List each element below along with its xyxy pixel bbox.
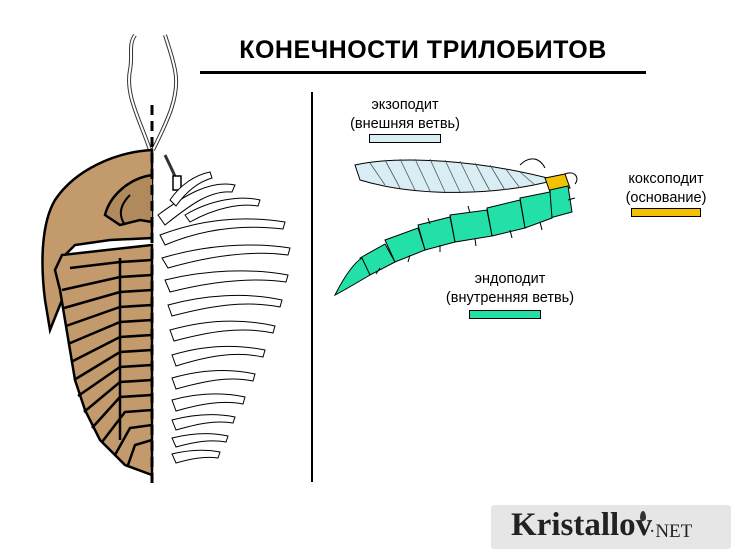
- exopodite-branch: [354, 158, 557, 193]
- coxopodite-desc: (основание): [625, 190, 707, 206]
- logo-main-text: Kristallov: [511, 507, 653, 543]
- endopodite-label: эндоподит (внутренняя ветвь): [420, 270, 600, 308]
- vertical-divider: [311, 92, 313, 482]
- diagram-title: КОНЕЧНОСТИ ТРИЛОБИТОВ: [239, 36, 607, 64]
- exopodite-desc: (внешняя ветвь): [350, 116, 460, 132]
- coxopodite-label: коксоподит (основание): [610, 170, 722, 208]
- coxopodite-name: коксоподит: [628, 171, 704, 187]
- exopodite-label: экзоподит (внешняя ветвь): [325, 96, 485, 134]
- title-underline: [200, 71, 646, 74]
- kristallov-logo: Kristallov ·NET: [491, 505, 731, 549]
- endopodite-spines: [375, 197, 576, 275]
- endopodite-branch: [333, 185, 573, 297]
- trilobite-body-half: [41, 105, 154, 485]
- endopodite-desc: (внутренняя ветвь): [445, 290, 575, 306]
- logo-suffix-text: ·NET: [649, 521, 693, 542]
- logo-crystal-icon: [640, 511, 646, 521]
- exopodite-name: экзоподит: [371, 97, 439, 113]
- exopodite-color-swatch: [369, 134, 441, 143]
- endopodite-color-swatch: [469, 310, 541, 319]
- trilobite-appendages-half: [157, 171, 291, 464]
- antennae: [127, 33, 182, 191]
- endopodite-name: эндоподит: [474, 271, 546, 287]
- coxopodite-color-swatch: [631, 208, 701, 217]
